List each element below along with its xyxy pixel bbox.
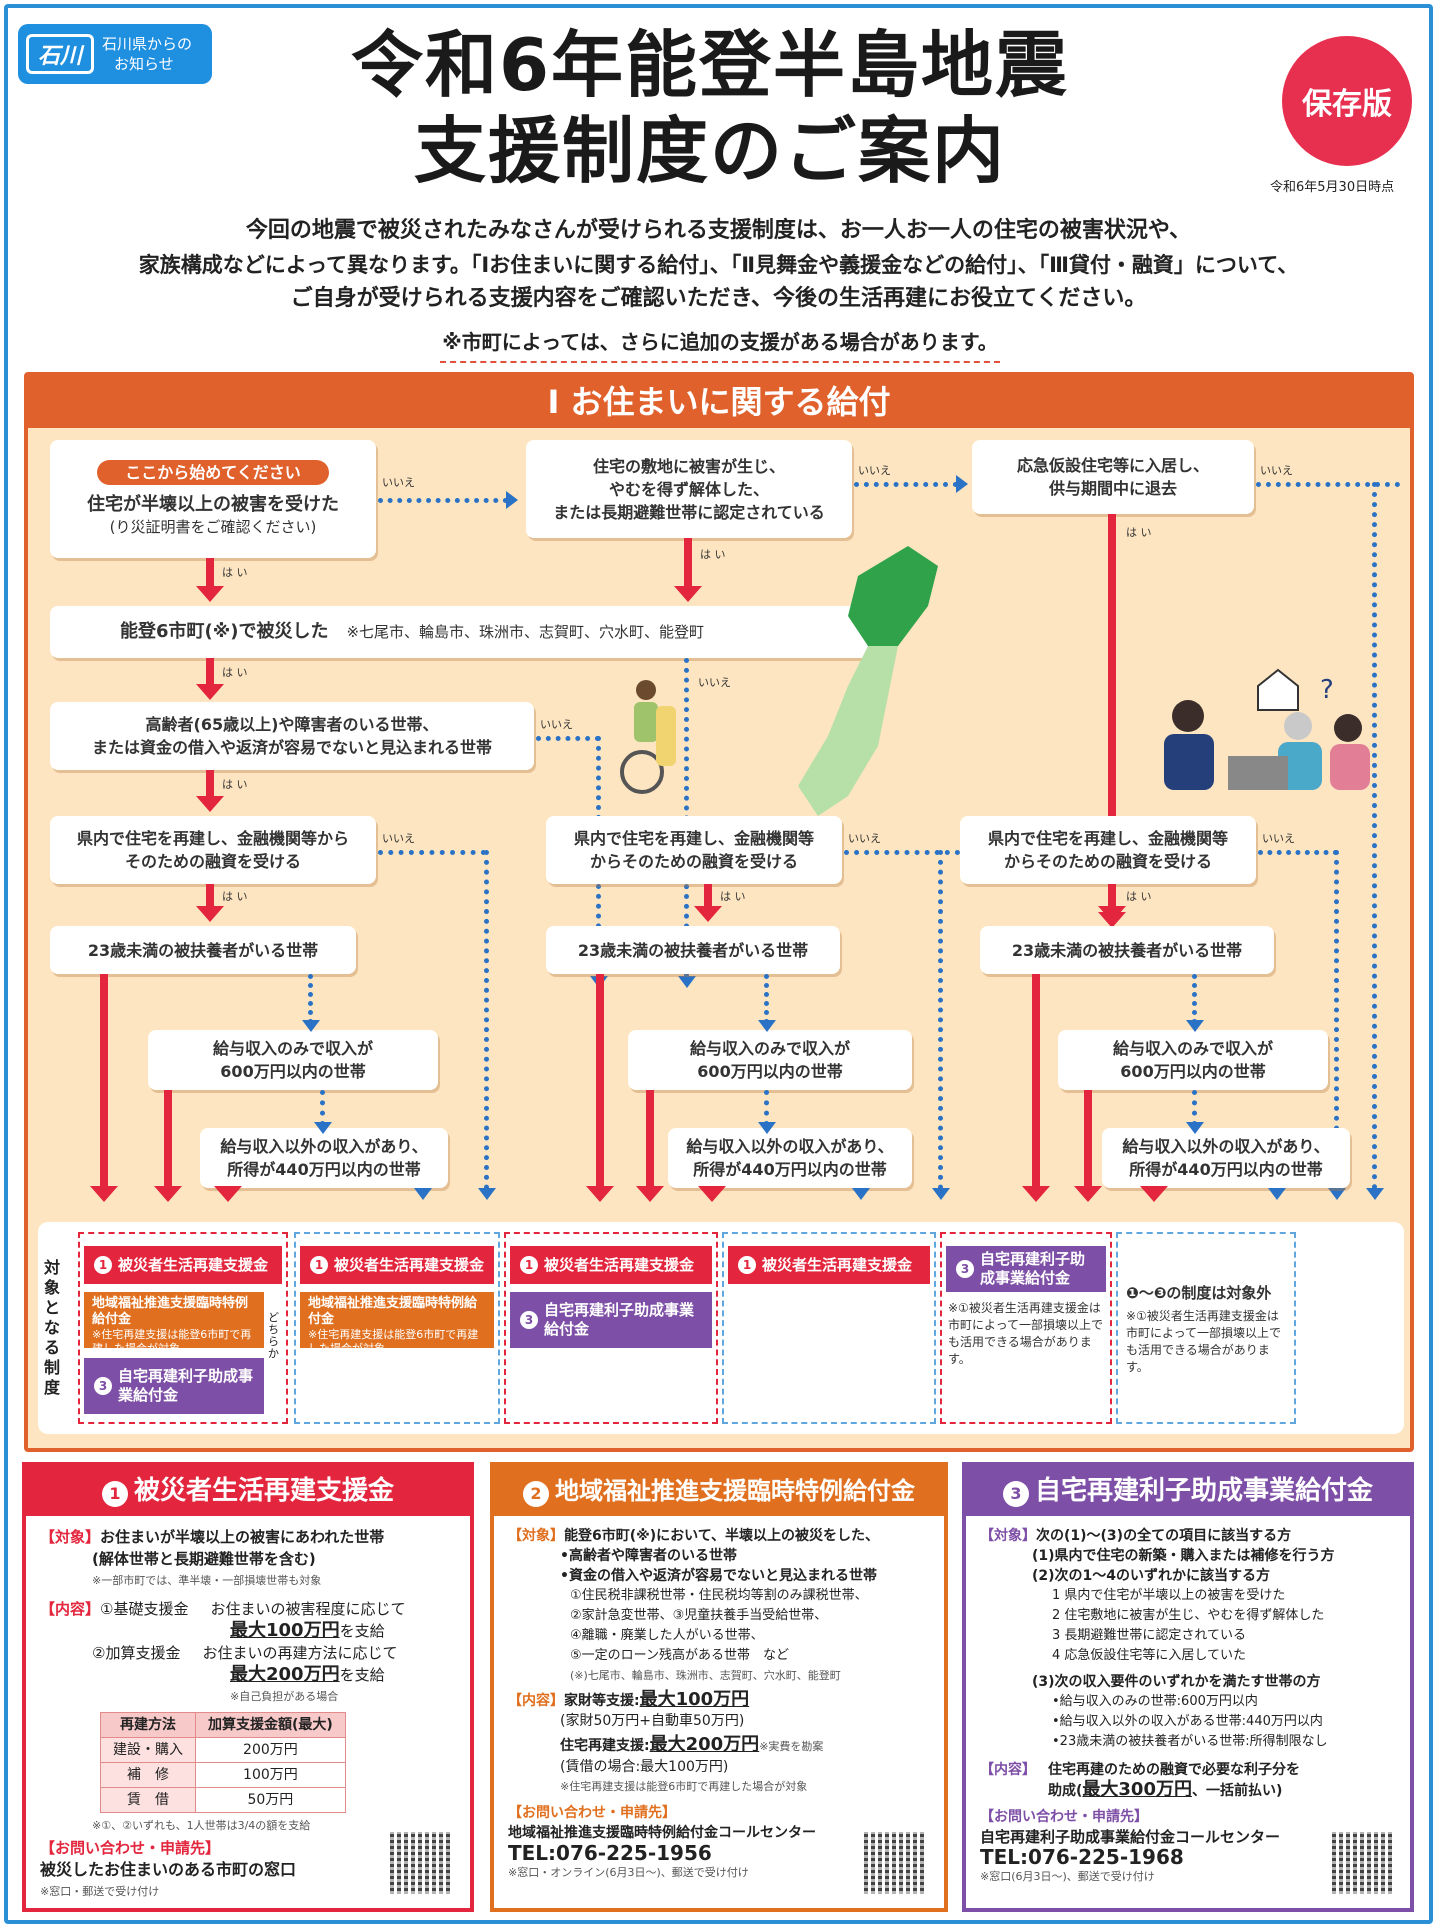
q-loan-left: 県内で住宅を再建し、金融機関等からそのための融資を受ける [50,816,376,884]
interest-subsidy-tel-link[interactable]: TEL:076-225-1968 [980,1845,1184,1869]
card-2-title: 地域福祉推進支援臨時特例給付金 [555,1477,915,1505]
q-other-income-left: 給与収入以外の収入があり、所得が440万円以内の世帯 [200,1128,448,1188]
q-other-income-right: 給与収入以外の収入があり、所得が440万円以内の世帯 [1102,1128,1350,1188]
either-label: どちらか [268,1311,279,1360]
card-1-title: 被災者生活再建支援金 [133,1476,394,1506]
start-here-label: ここから始めてください [97,459,329,485]
q-temporary-housing: 応急仮設住宅等に入居し、 供与期間中に退去 [972,440,1254,514]
intro-text: 今回の地震で被災されたみなさんが受けられる支援制度は、お一人お一人の住宅の被害状… [138,218,1299,311]
q-half-destroyed: ここから始めてください 住宅が半壊以上の被害を受けた (り災証明書をご確認くださ… [50,440,376,558]
logo-text-2: お知らせ [114,55,174,73]
page-title: 令和6年能登半島地震 支援制度のご案内 [260,22,1160,194]
q-dependents-right: 23歳未満の被扶養者がいる世帯 [980,926,1274,974]
logo-text-1: 石川県からの [102,35,193,53]
card-3-title: 自宅再建利子助成事業給付金 [1034,1476,1373,1506]
q-dependents-middle: 23歳未満の被扶養者がいる世帯 [546,926,840,974]
additional-support-note: ※市町によっては、さらに追加の支援がある場合があります。 [440,326,1000,363]
q-loan-right: 県内で住宅を再建し、金融機関等からそのための融資を受ける [960,816,1256,884]
section-housing-benefits: Ⅰ お住まいに関する給付 ここから始めてください 住宅が半壊以上の被害を受けた … [24,372,1414,1452]
qr-code-icon[interactable] [390,1832,452,1894]
target-systems-label: 対象となる制度 [44,1258,61,1397]
svg-text:?: ? [1320,675,1334,705]
q-site-damage: 住宅の敷地に被害が生じ、 やむを得ず解体した、 または長期避難世帯に認定されてい… [526,440,852,538]
qr-code-icon[interactable] [1332,1832,1394,1894]
wheelchair-illustration [620,680,676,794]
q-noto-6-towns: 能登6市町(※)で被災した※七尾市、輪島市、珠洲市、志賀町、穴水町、能登町 [50,606,870,658]
q-loan-middle: 県内で住宅を再建し、金融機関等からそのための融資を受ける [546,816,842,884]
prefecture-mark-icon: 石川 [26,34,94,74]
keep-badge: 保存版 [1282,36,1412,166]
target-col-6: ❶〜❸の制度は対象外 ※①被災者生活再建支援金は市町によって一部損壊以上でも活用… [1116,1232,1296,1424]
q-elderly-disabled: 高齢者(65歳以上)や障害者のいる世帯、 または資金の借入や返済が容易でないと見… [50,702,534,770]
ishikawa-logo: 石川 石川県からの お知らせ [18,24,212,84]
welfare-tel-link[interactable]: TEL:076-225-1956 [508,1841,712,1865]
q-other-income-middle: 給与収入以外の収入があり、所得が440万円以内の世帯 [668,1128,912,1188]
qr-code-icon[interactable] [864,1832,926,1894]
title-line-2: 支援制度のご案内 [413,109,1006,193]
as-of-date: 令和6年5月30日時点 [1270,180,1395,195]
page-frame [4,4,1433,1924]
system-2-pill: 地域福祉推進支援臨時特例給付金※住宅再建支援は能登6市町で再建した場合が対象 [84,1292,264,1355]
section-1-title: Ⅰ お住まいに関する給付 [28,376,1410,428]
q-dependents-left: 23歳未満の被扶養者がいる世帯 [50,926,356,974]
noto-peninsula-map-icon [798,546,938,816]
title-line-1: 令和6年能登半島地震 [350,23,1070,107]
family-consult-illustration: ? [1164,668,1370,790]
